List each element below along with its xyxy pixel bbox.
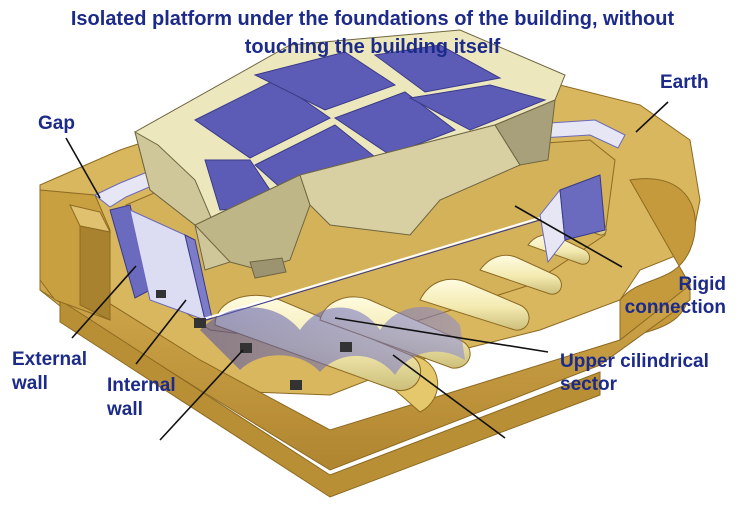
leader-rigid xyxy=(514,205,623,268)
right-walls xyxy=(539,174,606,264)
label-internal-wall-line1: Internal xyxy=(107,375,176,396)
connector-2 xyxy=(240,343,252,353)
leader-lower-left xyxy=(159,349,244,441)
cylinder-sector-5 xyxy=(527,234,591,265)
label-earth: Earth xyxy=(660,72,709,93)
leader-upper-sector xyxy=(334,317,549,353)
connectors xyxy=(156,290,352,390)
label-upper-sector-line1: Upper cilindrical xyxy=(560,351,709,372)
left-walls xyxy=(109,204,213,321)
building-foot xyxy=(249,257,287,279)
cylinder-sector-3 xyxy=(419,278,530,331)
leader-external-wall xyxy=(71,265,137,339)
building xyxy=(134,29,566,279)
diagram-title-line1: Isolated platform under the foundations … xyxy=(70,8,675,30)
leader-gap xyxy=(65,137,101,199)
leader-lower-right xyxy=(392,354,506,439)
label-gap: Gap xyxy=(38,113,75,134)
cell-1 xyxy=(194,79,331,159)
building-wall-right xyxy=(494,99,556,166)
leader-lines xyxy=(65,101,669,441)
connector-1 xyxy=(194,318,206,328)
cylinder-sector-4 xyxy=(479,254,562,295)
cell-6 xyxy=(408,84,547,131)
front-cavity xyxy=(200,306,465,375)
cell-4 xyxy=(333,91,457,156)
earth-front-face xyxy=(39,259,691,471)
leader-internal-wall xyxy=(135,299,187,365)
left-earth-piece xyxy=(39,189,111,321)
earth-front-lower xyxy=(59,299,601,498)
diagram-title-line2: touching the building itself xyxy=(244,36,501,58)
label-rigid-line2: connection xyxy=(624,297,726,318)
connector-4 xyxy=(340,342,352,352)
cell-5 xyxy=(373,44,502,93)
connector-3 xyxy=(290,380,302,390)
label-upper-sector-line2: sector xyxy=(560,374,618,395)
label-external-wall-line1: External xyxy=(12,349,87,370)
cell-2 xyxy=(253,51,397,111)
label-external-wall-line2: wall xyxy=(12,373,48,394)
leader-earth xyxy=(635,101,669,133)
label-rigid-line1: Rigid xyxy=(678,274,727,295)
label-internal-wall-line2: wall xyxy=(107,399,143,420)
connector-5 xyxy=(156,290,166,298)
